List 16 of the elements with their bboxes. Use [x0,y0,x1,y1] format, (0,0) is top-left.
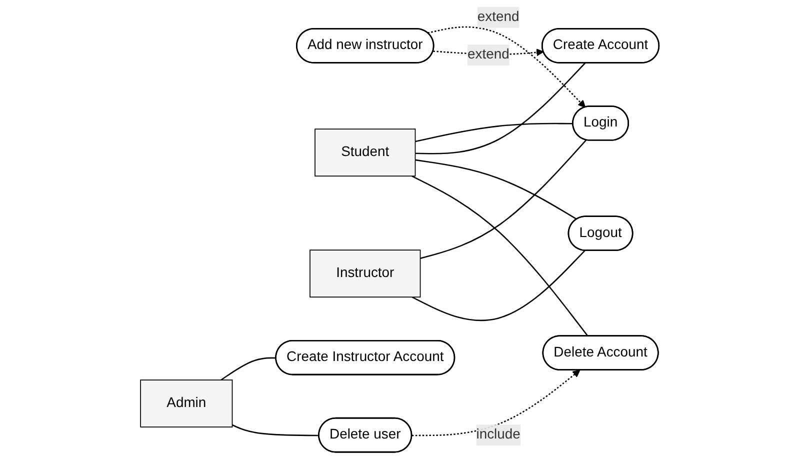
connector [420,140,587,260]
edge-label: extend [468,47,510,62]
connector [232,424,320,436]
connector [412,175,589,337]
node-box: Instructor [310,250,421,298]
connector [412,250,586,322]
connector [220,357,276,381]
arrow [412,370,580,436]
connector [416,62,586,154]
arrow [428,26,586,108]
node-box: Admin [140,380,233,428]
node-box: Student [314,128,416,176]
connector [415,122,574,142]
edge-label: include [476,427,521,442]
edge-label: extend [478,10,520,24]
connector [415,159,578,220]
